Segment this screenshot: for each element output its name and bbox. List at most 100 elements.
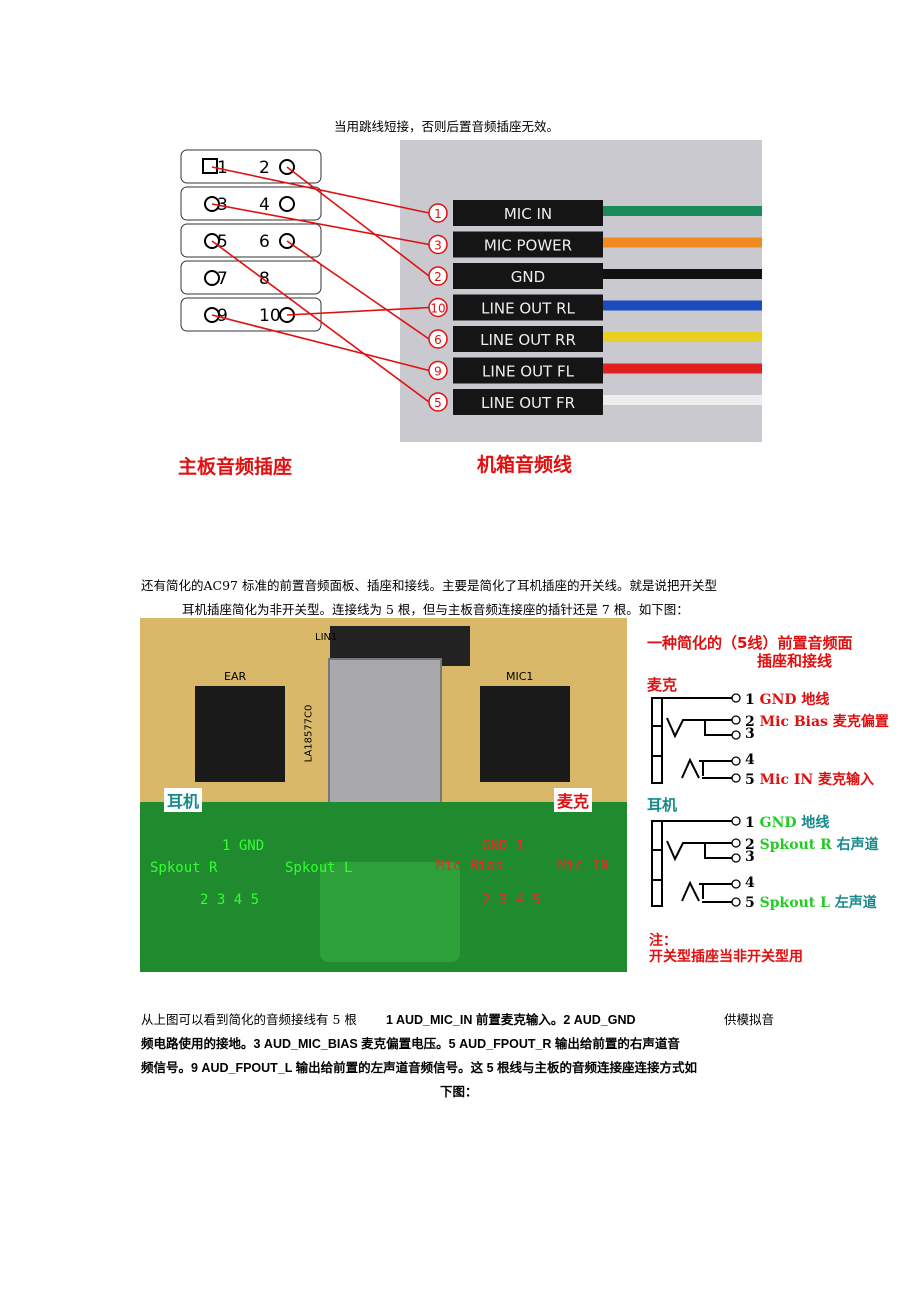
- pcb-mic-bias: Mic Bias: [436, 858, 504, 874]
- pcb-nums-left: 2 3 4 5: [200, 892, 260, 908]
- schematic-title-2: 插座和接线: [757, 652, 833, 670]
- cable-label: LINE OUT RR: [480, 331, 576, 349]
- wire: [211, 203, 430, 246]
- pin-num: 1: [745, 815, 760, 831]
- pin-num: 2: [745, 714, 760, 730]
- pin-extra: 左声道: [829, 895, 877, 911]
- para2-line1c: 供模拟音: [724, 1012, 775, 1027]
- label-mic1: MIC1: [506, 670, 534, 683]
- pcb-spkout-l: Spkout L: [285, 860, 353, 876]
- pin-num: 5: [745, 895, 760, 911]
- label-headphone: 耳机: [164, 788, 203, 812]
- pin-number: 10: [259, 306, 281, 326]
- pin-label: Spkout R: [759, 837, 832, 853]
- pin-num: 3: [745, 726, 755, 742]
- cable-connector: [453, 357, 603, 384]
- cable-number: 2: [434, 270, 442, 284]
- pin-number: 2: [259, 158, 270, 178]
- pin-num: 4: [745, 752, 755, 768]
- cable-number: 9: [434, 365, 442, 379]
- cable-label: LINE OUT FL: [482, 363, 575, 381]
- para2-line2: 频电路使用的接地。3 AUD_MIC_BIAS 麦克偏置电压。5 AUD_FPO…: [141, 1037, 680, 1051]
- cable-connector: [453, 231, 603, 258]
- pin-extra: 右声道: [831, 837, 879, 853]
- para1-line2: 耳机插座简化为非开关型。连接线为 5 根，但与主板音频连接座的插针还是 7 根。…: [182, 602, 689, 617]
- ear-section-label: 耳机: [647, 796, 678, 814]
- schematic-pin: 1 GND 地线: [745, 689, 829, 709]
- pin-num: 2: [745, 837, 760, 853]
- cable-number: 5: [434, 396, 442, 410]
- cable-wire: [575, 300, 762, 311]
- pin-circle-icon: [204, 307, 220, 323]
- cable-number: 3: [434, 239, 442, 253]
- label-lin1: LIN1: [315, 632, 338, 643]
- para2-line4: 下图：: [440, 1085, 478, 1099]
- mic-section-label: 麦克: [647, 676, 678, 694]
- pin-label: GND 地线: [759, 692, 830, 708]
- cable-label: MIC IN: [504, 205, 552, 223]
- intro-line: 当用跳线短接，否则后置音频插座无效。: [334, 119, 560, 134]
- cable-wire: [575, 363, 762, 374]
- cable-label: GND: [511, 268, 545, 286]
- pin-extra: 地线: [796, 815, 830, 831]
- schematic-pin: 5 Mic IN 麦克输入: [745, 769, 874, 789]
- pin-square-icon: [202, 158, 218, 174]
- schematic-pin: 5 Spkout L 左声道: [745, 892, 877, 912]
- pin-number: 9: [217, 306, 228, 326]
- label-part: LA18577C0: [303, 704, 315, 763]
- pin-number: 3: [217, 195, 228, 215]
- label-ear: EAR: [224, 670, 247, 683]
- para2-line3: 频信号。9 AUD_FPOUT_L 输出给前置的左声道音频信号。这 5 根线与主…: [141, 1061, 698, 1075]
- wire: [211, 314, 430, 372]
- cable-wire: [575, 269, 762, 279]
- pin-circle-icon: [204, 270, 220, 286]
- pin-label: Mic Bias 麦克偏置: [759, 714, 889, 730]
- cable-label: LINE OUT FR: [481, 394, 575, 412]
- wire: [286, 240, 430, 340]
- label-mic: 麦克: [554, 788, 593, 812]
- pin-circle-icon: [204, 196, 220, 212]
- wire: [286, 166, 430, 277]
- pin-number: 4: [259, 195, 270, 215]
- pin-circle-icon: [279, 159, 295, 175]
- pin-num: 4: [745, 875, 755, 891]
- schematic-pin: 2 Mic Bias 麦克偏置: [745, 711, 889, 731]
- pcb-gnd-right: GND 1: [482, 838, 525, 854]
- schematic-pin: 2 Spkout R 右声道: [745, 834, 879, 854]
- cable-connector: [453, 294, 603, 321]
- pin-num: 1: [745, 692, 760, 708]
- cable-number: 10: [430, 302, 445, 316]
- pin-number: 5: [217, 232, 228, 252]
- cable-connector: [453, 326, 603, 352]
- pin-label: Spkout L: [759, 895, 830, 911]
- cable-wire: [575, 237, 762, 248]
- cable-wire: [575, 395, 762, 405]
- pin-circle-icon: [279, 196, 295, 212]
- pin-circle-icon: [279, 233, 295, 249]
- cable-number: 6: [434, 333, 442, 347]
- cable-connector: [453, 389, 603, 415]
- pcb-spkout-r: Spkout R: [150, 860, 218, 876]
- para2-line1b: 1 AUD_MIC_IN 前置麦克输入。2 AUD_GND: [386, 1013, 636, 1027]
- cable-connector: [453, 263, 603, 289]
- pin-number: 6: [259, 232, 270, 252]
- pin-circle-icon: [204, 233, 220, 249]
- schematic-pin: 3: [745, 849, 755, 865]
- para1-line1: 还有简化的AC97 标准的前置音频面板、插座和接线。主要是简化了耳机插座的开关线…: [141, 578, 717, 593]
- cable-label: MIC POWER: [484, 237, 572, 255]
- pin-number: 7: [217, 269, 228, 289]
- header-row: [180, 186, 322, 221]
- pin-label: GND: [759, 815, 797, 831]
- pin-num: 5: [745, 772, 760, 788]
- caption-motherboard: 主板音频插座: [178, 456, 293, 478]
- schematic-pin: 1 GND 地线: [745, 812, 829, 832]
- pcb-photo: 1 GND Spkout R Spkout L 2 3 4 5 GND 1 Mi…: [140, 802, 627, 972]
- note-label: 注：: [649, 933, 677, 949]
- para2-line1a: 从上图可以看到简化的音频接线有 5 根: [141, 1012, 357, 1027]
- header-row: [180, 223, 322, 258]
- pin-label: Mic IN 麦克输入: [759, 772, 875, 788]
- pin-num: 3: [745, 849, 755, 865]
